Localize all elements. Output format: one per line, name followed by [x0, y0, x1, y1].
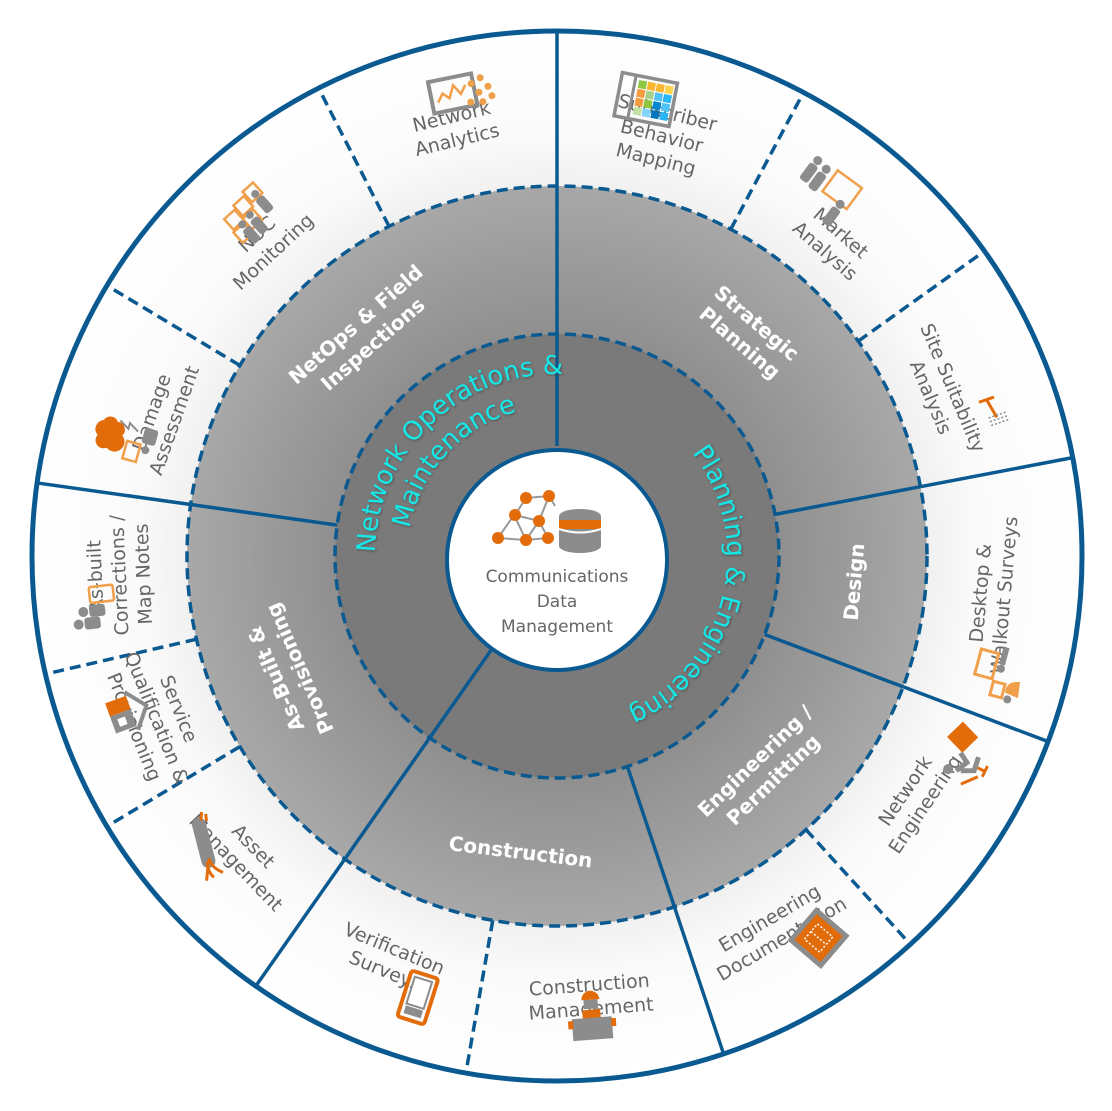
house-icon: [105, 690, 149, 734]
core-title-line-1: Communications: [486, 567, 629, 587]
surveyor-icon: [972, 646, 1021, 704]
middle-ring-divider: [190, 502, 338, 527]
outer-ring-dashed-divider: [317, 87, 391, 228]
inner-ring-border: [333, 332, 781, 780]
outer-item-line: Map Notes: [131, 523, 157, 625]
heatmap-icon: [611, 70, 680, 129]
outer-ring-dashed-divider: [804, 828, 912, 946]
storm-damage-icon: [95, 416, 159, 464]
outer-ring-dashed-divider: [106, 745, 241, 828]
middle-ring-divider: [774, 484, 921, 517]
middle-ring-border: [185, 184, 929, 928]
outer-ring-dashed-divider: [857, 249, 986, 343]
core-title-line-2: Data: [537, 592, 578, 612]
outer-ring-divider: [36, 481, 191, 507]
noc-screens-icon: [222, 180, 274, 245]
field-crew-icon: [73, 583, 116, 630]
outer-ring-dashed-divider: [464, 920, 495, 1074]
outer-ring-border: [29, 28, 1085, 1084]
outer-ring-dashed-divider: [106, 284, 241, 367]
middle-ring-divider: [625, 765, 677, 908]
engineer-desk-icon: [943, 721, 989, 786]
blueprint-icon: [787, 907, 850, 970]
outer-item-line: Corrections /: [106, 514, 133, 636]
site-tool-icon: [978, 395, 1009, 427]
analytics-chart-icon: [425, 71, 496, 116]
core-title-line-3: Management: [501, 617, 613, 637]
outer-ring-dashed-divider: [729, 91, 806, 231]
core-circle: [445, 448, 669, 672]
outer-ring-divider: [902, 685, 1049, 744]
outer-ring-divider: [920, 455, 1074, 489]
database-icon: [558, 509, 602, 553]
presentation-icon: [800, 156, 864, 227]
network-graph-icon: [492, 490, 556, 546]
middle-ring-divider: [343, 736, 432, 861]
outer-ring-divider: [254, 858, 347, 988]
construction-worker-icon: [567, 990, 617, 1042]
middle-ring-divider: [764, 632, 904, 689]
outer-ring-dashed-divider: [45, 637, 197, 676]
rugged-tablet-icon: [395, 969, 440, 1026]
outer-ring-divider: [672, 906, 726, 1055]
inner-ring-divider: [428, 645, 496, 739]
fiber-cable-icon: [192, 811, 224, 881]
